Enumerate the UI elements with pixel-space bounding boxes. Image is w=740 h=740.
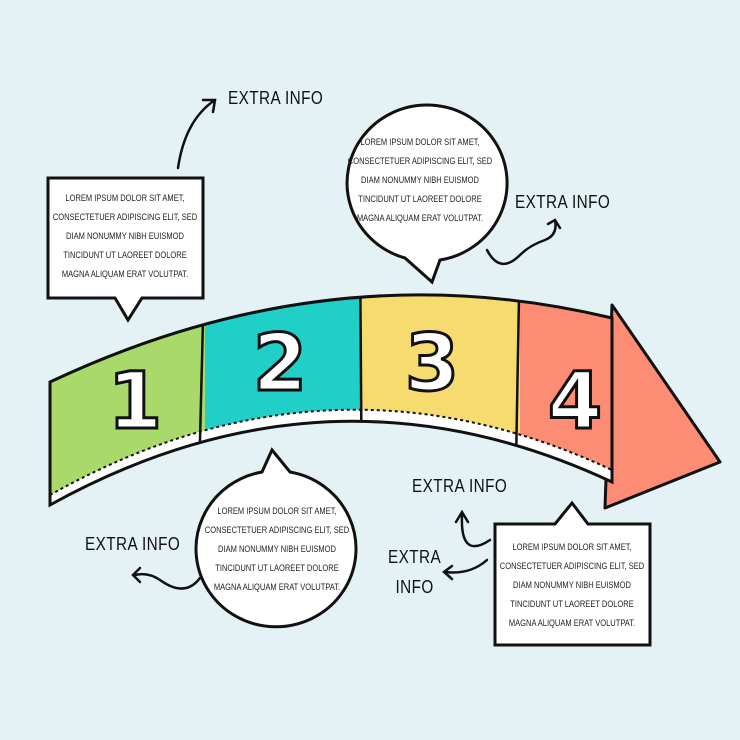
step-3-number: 3 [405,319,459,409]
step-4-number: 4 [548,357,602,447]
text-line: CONSECTETUER ADIPISCING ELIT, SED [52,212,198,222]
text-line: DIAM NONUMMY NIBH EUISMOD [66,231,184,241]
text-line: TINCIDUNT UT LAOREET DOLORE [510,599,634,609]
text-line: LOREM IPSUM DOLOR SIT AMET, [217,506,337,516]
text-line: LOREM IPSUM DOLOR SIT AMET, [512,542,632,552]
extra-label-line-1: EXTRA [388,547,442,567]
extra-info-label-3: EXTRA INFO [85,534,181,554]
arrow-icon-4 [442,509,492,581]
text-line: LOREM IPSUM DOLOR SIT AMET, [360,137,480,147]
step-2-number: 2 [253,319,307,409]
text-line: CONSECTETUER ADIPISCING ELIT, SED [499,561,645,571]
text-line: LOREM IPSUM DOLOR SIT AMET, [65,193,185,203]
text-line: MAGNA ALIQUAM ERAT VOLUTPAT. [213,582,341,592]
arrow-icon-2 [485,218,562,265]
text-line: MAGNA ALIQUAM ERAT VOLUTPAT. [508,618,636,628]
text-line: DIAM NONUMMY NIBH EUISMOD [361,175,479,185]
callout-bubble-3 [194,447,358,629]
callout-box-1 [46,176,205,323]
extra-info-label-4: EXTRA INFO [412,476,508,496]
callout-text-2: LOREM IPSUM DOLOR SIT AMET, CONSECTETUER … [332,133,507,228]
text-line: TINCIDUNT UT LAOREET DOLORE [358,194,482,204]
extra-info-label-5: EXTRA INFO [388,542,441,602]
text-line: CONSECTETUER ADIPISCING ELIT, SED [204,525,350,535]
text-line: TINCIDUNT UT LAOREET DOLORE [63,250,187,260]
text-line: TINCIDUNT UT LAOREET DOLORE [215,563,339,573]
callout-text-3: LOREM IPSUM DOLOR SIT AMET, CONSECTETUER … [189,502,364,597]
arrow-head [603,303,722,510]
text-line: MAGNA ALIQUAM ERAT VOLUTPAT. [61,269,189,279]
callout-text-1: LOREM IPSUM DOLOR SIT AMET, CONSECTETUER … [37,189,212,284]
callout-box-4 [493,500,652,647]
extra-label-line-2: INFO [395,577,434,597]
text-line: DIAM NONUMMY NIBH EUISMOD [218,544,336,554]
step-1-number: 1 [108,357,162,447]
arrow-icon-1 [176,98,217,170]
extra-info-label-2: EXTRA INFO [515,192,611,212]
text-line: CONSECTETUER ADIPISCING ELIT, SED [347,156,493,166]
extra-info-label-1: EXTRA INFO [228,88,324,108]
callout-bubble-2 [345,103,509,285]
text-line: MAGNA ALIQUAM ERAT VOLUTPAT. [356,213,484,223]
arrow-icon-3 [131,566,202,590]
text-line: DIAM NONUMMY NIBH EUISMOD [513,580,631,590]
callout-text-4: LOREM IPSUM DOLOR SIT AMET, CONSECTETUER … [484,538,659,633]
